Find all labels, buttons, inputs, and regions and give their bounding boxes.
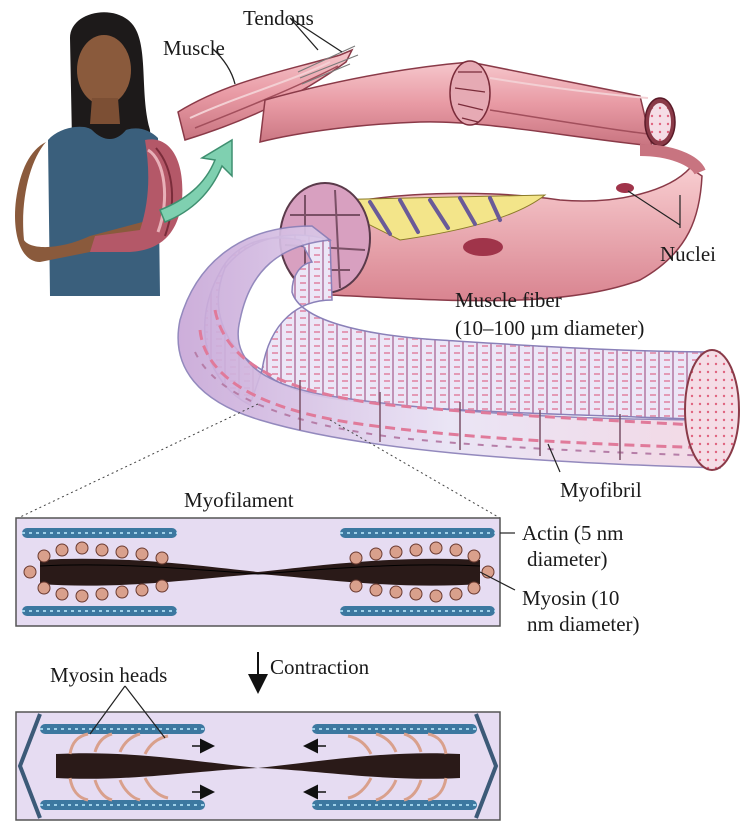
label-tendons: Tendons <box>243 6 314 30</box>
face <box>77 35 131 105</box>
neck <box>90 98 120 124</box>
label-myofilament: Myofilament <box>184 488 294 512</box>
nucleus-2 <box>616 183 634 193</box>
label-myosin-line1: Myosin (10 <box>522 586 619 610</box>
myofilament-contracted-panel <box>16 686 500 820</box>
bundle-cross-section-1 <box>450 61 490 125</box>
label-actin-line2: diameter) <box>527 547 607 571</box>
label-contraction: Contraction <box>270 655 369 679</box>
label-nuclei: Nuclei <box>660 242 716 266</box>
label-myosin-line2: nm diameter) <box>527 612 640 636</box>
shirt <box>48 127 160 296</box>
label-myofibril: Myofibril <box>560 478 642 502</box>
muscle-fiber <box>280 150 702 301</box>
label-muscle-fiber-diameter: (10–100 µm diameter) <box>455 316 644 340</box>
nucleus-1 <box>463 238 503 256</box>
label-muscle: Muscle <box>163 36 225 60</box>
woman-figure <box>15 12 182 296</box>
myofibril-cross-section <box>685 350 739 470</box>
label-actin-line1: Actin (5 nm <box>522 521 623 545</box>
label-muscle-fiber: Muscle fiber <box>455 288 562 312</box>
myofilament-relaxed-panel <box>16 518 515 626</box>
label-myosin-heads: Myosin heads <box>50 663 167 687</box>
